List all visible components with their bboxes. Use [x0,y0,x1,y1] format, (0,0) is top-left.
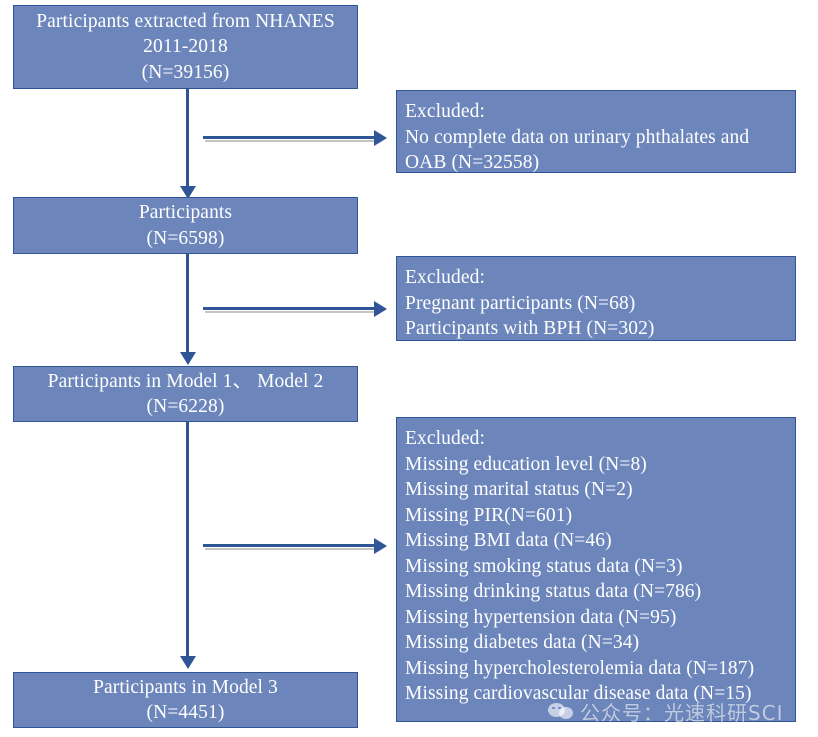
arrow-exclusion-1-head [374,129,387,146]
node-excluded-2: Excluded: Pregnant participants (N=68) P… [396,256,796,341]
arrow-model12-to-model3-head [179,656,196,669]
node-participants: Participants (N=6598) [13,197,358,254]
arrow-exclusion-3-stem [203,544,376,547]
arrow-participants-to-model12-head [179,352,196,365]
arrow-participants-to-model12-stem [186,254,189,355]
arrow-exclusion-3-shadow [205,548,375,550]
arrow-exclusion-2-head [374,300,387,317]
arrow-exclusion-2-stem [203,307,376,310]
arrow-exclusion-1-shadow [205,140,375,142]
node-excluded-1: Excluded: No complete data on urinary ph… [396,90,796,173]
node-excluded-3: Excluded: Missing education level (N=8) … [396,417,796,722]
arrow-exclusion-1-stem [203,136,376,139]
arrow-source-to-participants-head [179,186,196,199]
arrow-exclusion-2-shadow [205,311,375,313]
node-model-3: Participants in Model 3 (N=4451) [13,672,358,728]
node-source-cohort: Participants extracted from NHANES 2011-… [13,5,358,89]
arrow-exclusion-3-head [374,537,387,554]
node-model-1-2: Participants in Model 1、 Model 2 (N=6228… [13,366,358,422]
arrow-source-to-participants-stem [186,89,189,191]
arrow-model12-to-model3-stem [186,422,189,658]
